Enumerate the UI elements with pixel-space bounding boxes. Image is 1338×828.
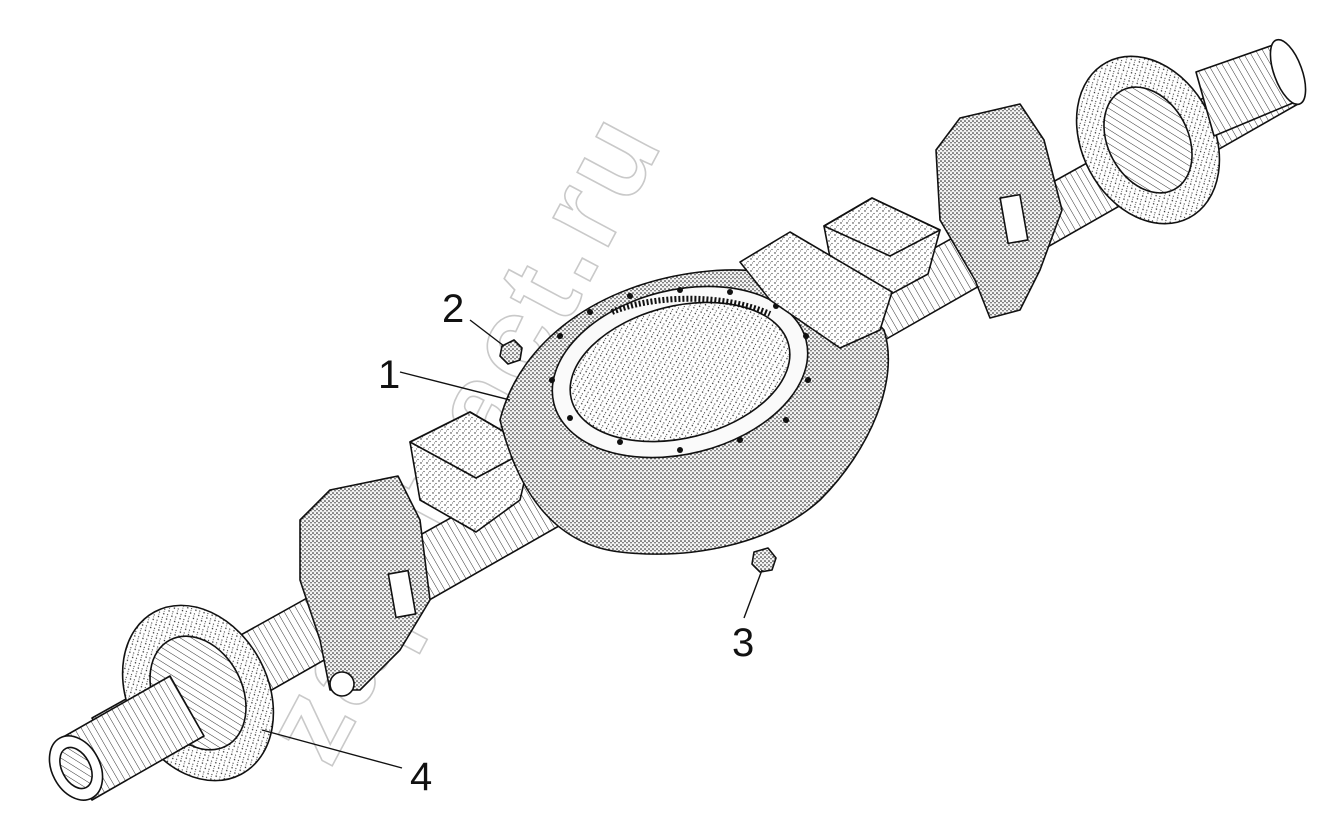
callout-4: 4 xyxy=(410,755,432,799)
part-2-plug xyxy=(499,339,523,365)
axle-illustration xyxy=(48,38,1307,801)
callout-2: 2 xyxy=(442,287,464,331)
leader-3 xyxy=(743,569,763,619)
ring-gear-teeth xyxy=(610,295,772,317)
pinion-boss xyxy=(739,231,893,349)
callout-3: 3 xyxy=(732,621,754,665)
callout-1: 1 xyxy=(378,353,400,397)
leader-2 xyxy=(469,319,505,347)
leader-4 xyxy=(261,729,403,769)
right-shaft-end xyxy=(1269,38,1307,106)
rim-bolts xyxy=(549,287,811,453)
leader-1 xyxy=(399,371,511,401)
part-3-plug xyxy=(751,547,777,573)
right-spring-bracket xyxy=(935,103,1063,319)
leader-lines xyxy=(261,319,763,769)
left-spring-bracket xyxy=(299,475,431,691)
